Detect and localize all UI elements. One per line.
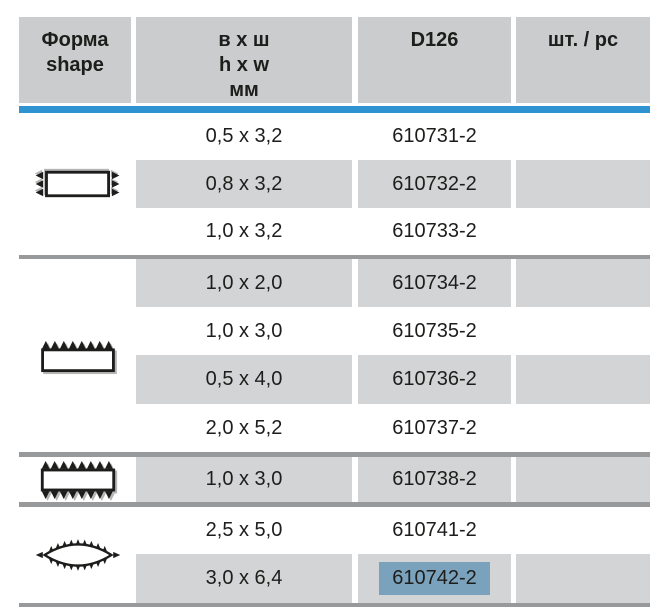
code-cell: 610735-2 xyxy=(358,307,511,355)
code-cell: 610733-2 xyxy=(358,208,511,255)
shape-group-3: 1,0 x 3,0 610738-2 xyxy=(19,457,650,502)
qty-cell xyxy=(516,113,650,160)
header-size-line3: мм xyxy=(229,79,259,101)
bottom-divider xyxy=(19,603,650,607)
header-accent-line xyxy=(19,106,650,113)
size-cell: 2,5 x 5,0 xyxy=(136,507,352,554)
qty-cell xyxy=(516,307,650,355)
qty-cell xyxy=(516,404,650,452)
group-divider xyxy=(19,502,650,507)
header-shape-line2: shape xyxy=(46,54,104,76)
header-size-line1: в х ш xyxy=(218,29,270,51)
code-cell: 610742-2 xyxy=(358,554,511,603)
size-cell: 1,0 x 2,0 xyxy=(136,259,352,307)
shape-group-4: 2,5 x 5,0 610741-2 3,0 x 6,4 610742-2 xyxy=(19,507,650,603)
size-cell: 3,0 x 6,4 xyxy=(136,554,352,603)
size-cell: 2,0 x 5,2 xyxy=(136,404,352,452)
table-row: 1,0 x 3,0 610738-2 xyxy=(136,457,650,502)
group-rows: 0,5 x 3,2 610731-2 0,8 x 3,2 610732-2 1,… xyxy=(136,113,650,255)
header-cell-code: D126 xyxy=(358,17,511,103)
table-header: Форма shape в х ш h x w мм D126 шт. / pc xyxy=(19,17,650,103)
rect-serrated-top-bottom-icon xyxy=(38,459,118,501)
rect-serrated-top-icon xyxy=(38,339,118,373)
code-cell: 610734-2 xyxy=(358,259,511,307)
shape-cell xyxy=(19,259,136,452)
code-cell: 610732-2 xyxy=(358,160,511,208)
size-cell: 0,5 x 3,2 xyxy=(136,113,352,160)
shape-cell xyxy=(19,507,136,603)
code-cell: 610737-2 xyxy=(358,404,511,452)
code-cell: 610736-2 xyxy=(358,355,511,404)
size-cell: 0,5 x 4,0 xyxy=(136,355,352,404)
qty-cell xyxy=(516,507,650,554)
selected-code: 610742-2 xyxy=(379,562,490,595)
lens-serrated-icon xyxy=(34,532,122,578)
table-row: 2,5 x 5,0 610741-2 xyxy=(136,507,650,554)
qty-cell xyxy=(516,457,650,502)
shape-cell xyxy=(19,457,136,502)
header-shape-line1: Форма xyxy=(41,29,109,51)
table-row: 3,0 x 6,4 610742-2 xyxy=(136,554,650,603)
header-qty-label: шт. / pc xyxy=(547,29,619,51)
qty-cell xyxy=(516,554,650,603)
code-cell: 610738-2 xyxy=(358,457,511,502)
table-row: 1,0 x 3,2 610733-2 xyxy=(136,208,650,255)
group-rows: 2,5 x 5,0 610741-2 3,0 x 6,4 610742-2 xyxy=(136,507,650,603)
rect-serrated-sides-icon xyxy=(34,168,122,200)
qty-cell xyxy=(516,208,650,255)
product-table: Форма shape в х ш h x w мм D126 шт. / pc xyxy=(19,17,650,607)
table-row: 0,8 x 3,2 610732-2 xyxy=(136,160,650,208)
header-cell-qty: шт. / pc xyxy=(516,17,650,103)
group-divider xyxy=(19,255,650,259)
table-row: 0,5 x 3,2 610731-2 xyxy=(136,113,650,160)
group-rows: 1,0 x 3,0 610738-2 xyxy=(136,457,650,502)
size-cell: 1,0 x 3,2 xyxy=(136,208,352,255)
size-cell: 1,0 x 3,0 xyxy=(136,307,352,355)
header-size-line2: h x w xyxy=(218,54,269,76)
shape-group-2: 1,0 x 2,0 610734-2 1,0 x 3,0 610735-2 0,… xyxy=(19,259,650,452)
header-code-label: D126 xyxy=(410,29,459,51)
size-cell: 0,8 x 3,2 xyxy=(136,160,352,208)
shape-group-1: 0,5 x 3,2 610731-2 0,8 x 3,2 610732-2 1,… xyxy=(19,113,650,255)
code-cell: 610731-2 xyxy=(358,113,511,160)
size-cell: 1,0 x 3,0 xyxy=(136,457,352,502)
qty-cell xyxy=(516,355,650,404)
code-cell: 610741-2 xyxy=(358,507,511,554)
table-row: 1,0 x 3,0 610735-2 xyxy=(136,307,650,355)
qty-cell xyxy=(516,259,650,307)
group-rows: 1,0 x 2,0 610734-2 1,0 x 3,0 610735-2 0,… xyxy=(136,259,650,452)
header-cell-shape: Форма shape xyxy=(19,17,131,103)
qty-cell xyxy=(516,160,650,208)
table-row: 2,0 x 5,2 610737-2 xyxy=(136,404,650,452)
group-divider xyxy=(19,452,650,457)
shape-cell xyxy=(19,113,136,255)
table-row: 0,5 x 4,0 610736-2 xyxy=(136,355,650,404)
table-row: 1,0 x 2,0 610734-2 xyxy=(136,259,650,307)
header-cell-size: в х ш h x w мм xyxy=(136,17,352,103)
